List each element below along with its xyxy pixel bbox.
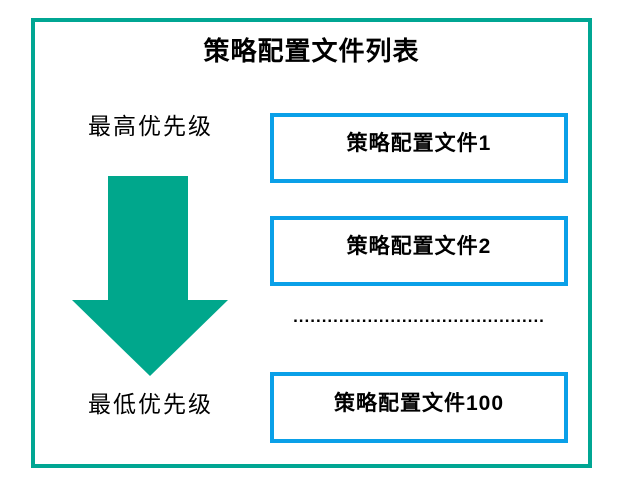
highest-priority-label: 最高优先级 xyxy=(88,113,213,139)
diagram-title: 策略配置文件列表 xyxy=(203,36,420,66)
arrow-shape xyxy=(72,176,228,376)
priority-down-arrow-icon xyxy=(72,176,228,376)
policy-profile-box-1: 策略配置文件1 xyxy=(270,113,568,183)
ellipsis-between-boxes: ........................................… xyxy=(293,308,545,325)
policy-profile-box-2: 策略配置文件2 xyxy=(270,216,568,286)
policy-profile-box-100: 策略配置文件100 xyxy=(270,372,568,443)
lowest-priority-label: 最低优先级 xyxy=(88,391,213,417)
